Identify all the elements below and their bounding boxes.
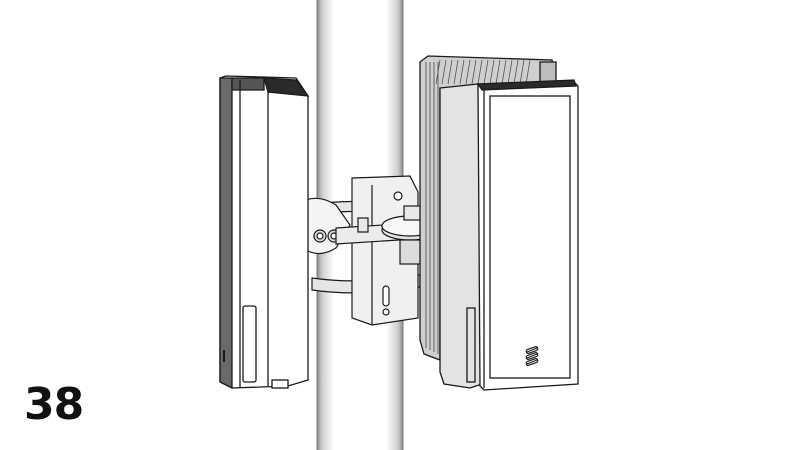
right-radio-unit	[419, 55, 579, 391]
step-number: 38	[24, 379, 84, 430]
left-radio-unit	[219, 75, 310, 390]
brand-logo-icon	[525, 346, 539, 366]
